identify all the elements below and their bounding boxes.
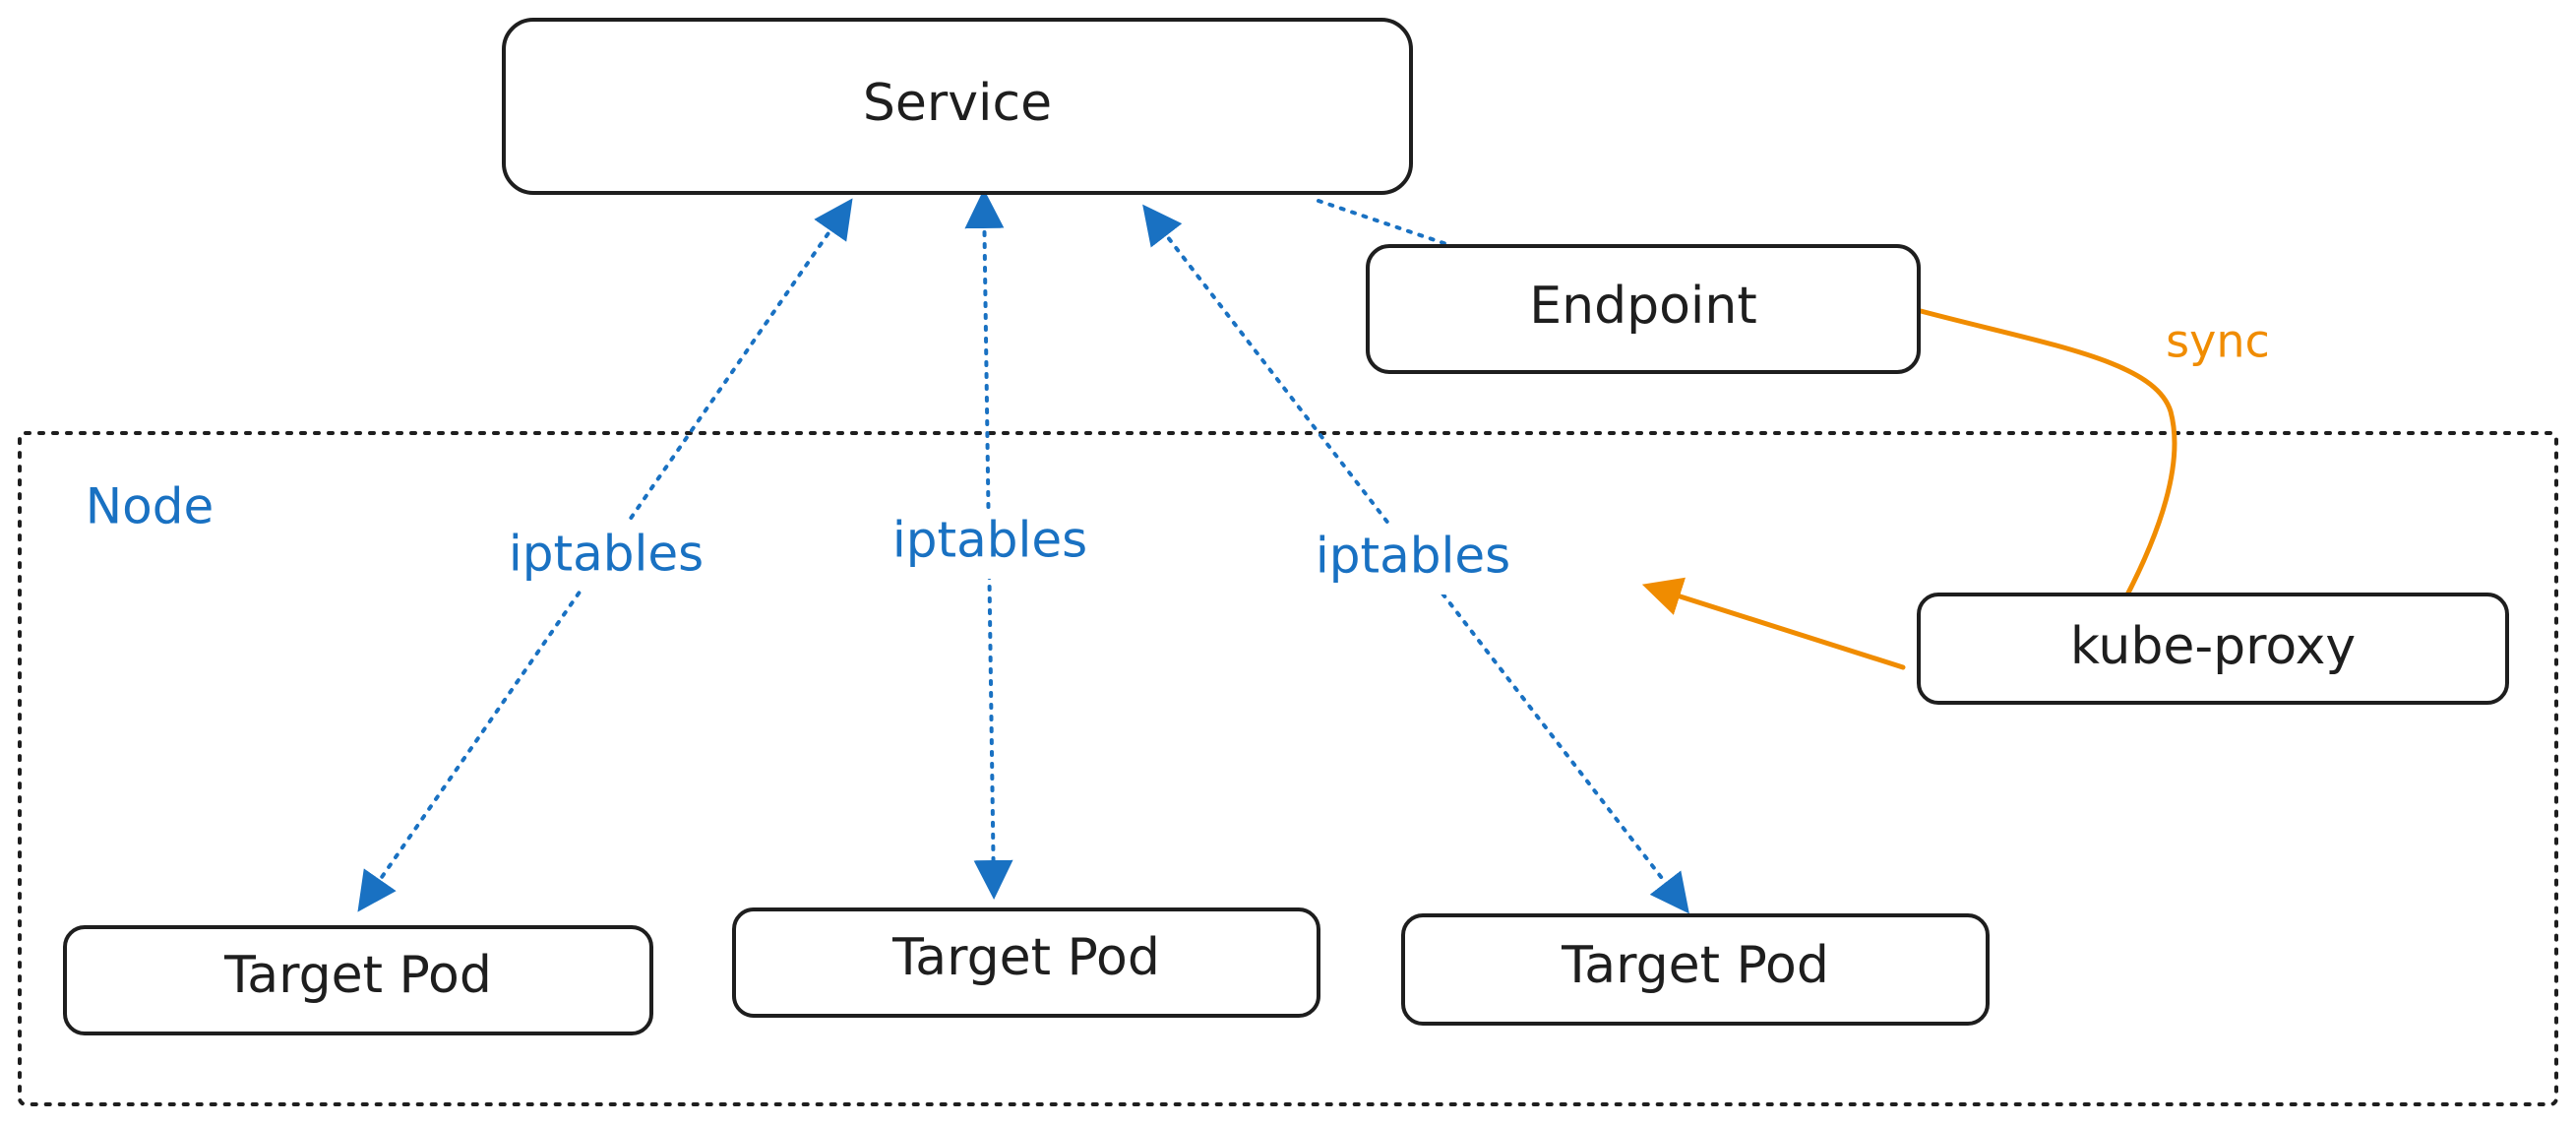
node-frame (18, 431, 2558, 1106)
edge-service-endpoint (1317, 199, 1454, 248)
service-label: Service (863, 74, 1052, 133)
target-pod-node-1: Target Pod (63, 925, 653, 1035)
edge-label-iptables-1: iptables (509, 526, 704, 583)
kube-proxy-node: kube-proxy (1917, 593, 2509, 705)
edge-kube-proxy-iptables (1641, 577, 1906, 670)
edge-endpoint-kube-proxy-sync (1918, 308, 2177, 605)
service-node: Service (502, 18, 1413, 195)
endpoint-label: Endpoint (1529, 277, 1756, 336)
target-pod-node-3: Target Pod (1401, 913, 1990, 1026)
target-pod-label-2: Target Pod (891, 928, 1160, 987)
target-pod-label-3: Target Pod (1561, 936, 1829, 995)
endpoint-node: Endpoint (1366, 244, 1921, 374)
edge-label-iptables-2: iptables (892, 512, 1087, 569)
target-pod-label-1: Target Pod (223, 946, 492, 1005)
edge-service-pod-2 (964, 189, 1013, 900)
node-label: Node (86, 478, 215, 535)
kube-proxy-label: kube-proxy (2070, 617, 2356, 676)
edge-label-sync: sync (2166, 315, 2270, 368)
edge-label-iptables-3: iptables (1316, 528, 1510, 585)
target-pod-node-2: Target Pod (732, 907, 1320, 1018)
